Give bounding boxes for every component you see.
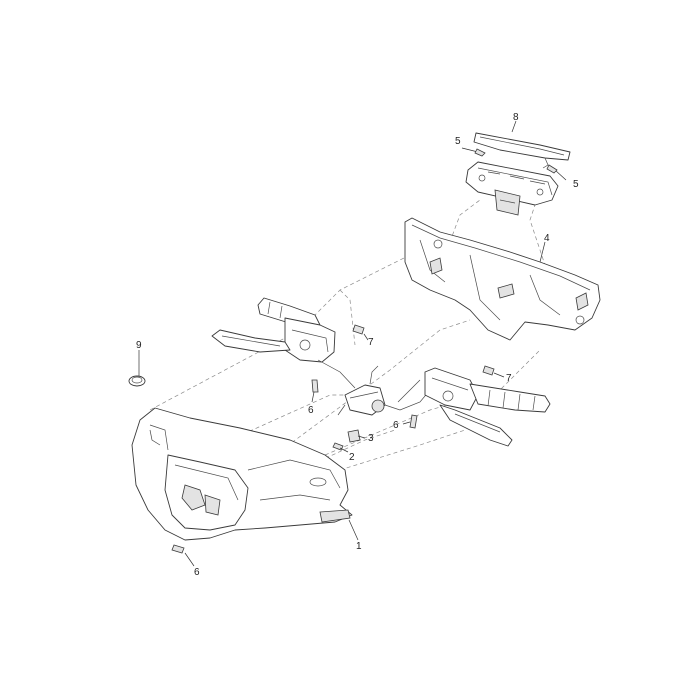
callout-6-bottom: 6 bbox=[194, 567, 200, 578]
callout-9: 9 bbox=[136, 340, 142, 351]
screw-part-5-right bbox=[546, 164, 567, 181]
callout-leaders bbox=[138, 120, 546, 567]
screw-part-6-center bbox=[311, 379, 319, 393]
meter-cover-part-8 bbox=[473, 132, 571, 169]
right-brake-lever-assembly bbox=[397, 367, 551, 447]
callout-8: 8 bbox=[513, 112, 519, 123]
callout-6-right: 6 bbox=[393, 420, 399, 431]
screw-part-5-left bbox=[461, 147, 486, 157]
front-handlebar-cover-part-1 bbox=[131, 407, 353, 541]
callout-4: 4 bbox=[544, 233, 550, 244]
callout-labels: 1 2 3 4 5 5 6 6 6 7 7 8 9 bbox=[136, 112, 579, 578]
left-brake-lever-assembly bbox=[211, 297, 356, 389]
screw-part-6-bottom bbox=[171, 544, 185, 554]
callout-5-left: 5 bbox=[455, 136, 461, 147]
instrument-cluster bbox=[465, 161, 559, 216]
callout-2: 2 bbox=[349, 452, 355, 463]
callout-6-center: 6 bbox=[308, 405, 314, 416]
center-cable-bracket bbox=[337, 365, 431, 416]
screw-part-6-right bbox=[409, 414, 418, 429]
cap-part-9 bbox=[128, 375, 146, 387]
callout-5-right: 5 bbox=[573, 179, 579, 190]
callout-3: 3 bbox=[368, 433, 374, 444]
callout-1: 1 bbox=[356, 541, 362, 552]
callout-7-right: 7 bbox=[506, 373, 512, 384]
callout-7-left: 7 bbox=[368, 337, 374, 348]
screw-part-7-left bbox=[352, 324, 365, 335]
rear-handlebar-cover-part-4 bbox=[404, 217, 601, 341]
clip-part-3 bbox=[347, 429, 361, 443]
screw-part-7-right bbox=[482, 365, 495, 376]
